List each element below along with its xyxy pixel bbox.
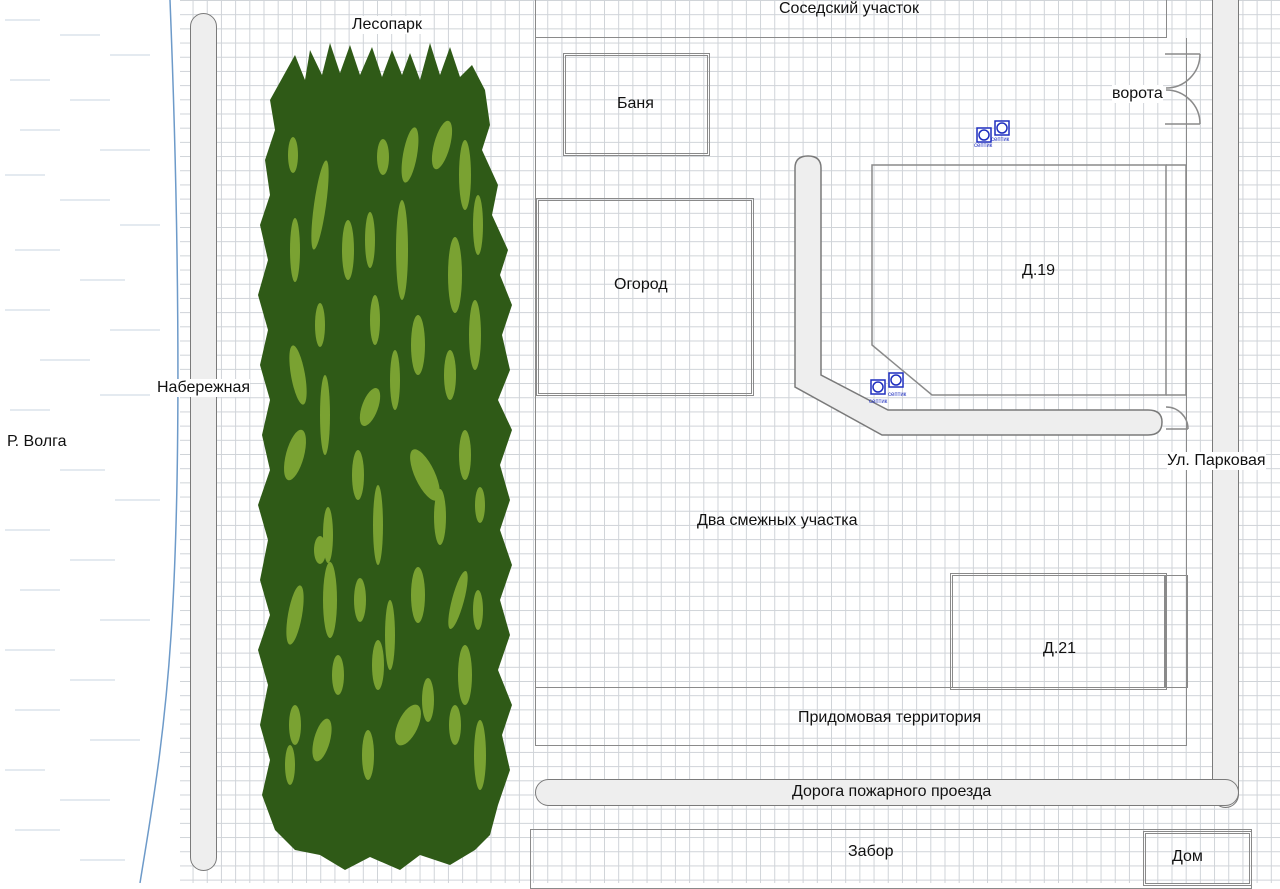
embankment-road <box>190 13 217 871</box>
garden <box>536 198 754 396</box>
bathhouse-label: Баня <box>617 95 654 112</box>
gate-icon <box>1165 53 1201 125</box>
septic-label-3: септик <box>869 399 888 405</box>
two-plots-label: Два смежных участка <box>697 512 858 529</box>
adjacent-territory <box>535 687 1187 746</box>
river-label: Р. Волга <box>7 433 67 450</box>
neighbor-plot <box>535 0 1167 38</box>
side-gate-icon <box>1165 406 1189 430</box>
house-bottom-label: Дом <box>1172 848 1203 865</box>
fence-label: Забор <box>848 843 894 860</box>
house-19-label: Д.19 <box>1022 262 1056 279</box>
river-area <box>0 0 180 883</box>
septic-tank-icon-1 <box>976 120 1010 143</box>
house-21 <box>950 573 1167 690</box>
house-19-shape <box>871 164 1187 396</box>
house-21-annex <box>1165 575 1188 688</box>
river-shape <box>5 0 179 883</box>
fire-road <box>535 779 1239 806</box>
garden-label: Огород <box>614 276 668 293</box>
neighbor-plot-label: Соседский участок <box>779 0 919 17</box>
driveway-road <box>794 155 1163 436</box>
septic-tank-icon-2 <box>870 372 904 395</box>
fire-road-label: Дорога пожарного проезда <box>792 783 992 800</box>
parkovaya-street-road <box>1212 0 1239 808</box>
septic-label-2: септик <box>991 137 1010 143</box>
septic-label-4: септик <box>888 392 907 398</box>
embankment-label: Набережная <box>157 379 251 397</box>
street-label: Ул. Парковая <box>1167 452 1266 470</box>
gate-label: ворота <box>1112 85 1163 103</box>
forest-park-shape <box>258 43 512 870</box>
septic-label-1: септик <box>974 143 993 149</box>
adjacent-territory-label: Придомовая территория <box>798 709 982 726</box>
bathhouse <box>563 53 710 156</box>
forest-park-label: Лесопарк <box>352 16 422 34</box>
house-21-label: Д.21 <box>1043 640 1077 657</box>
